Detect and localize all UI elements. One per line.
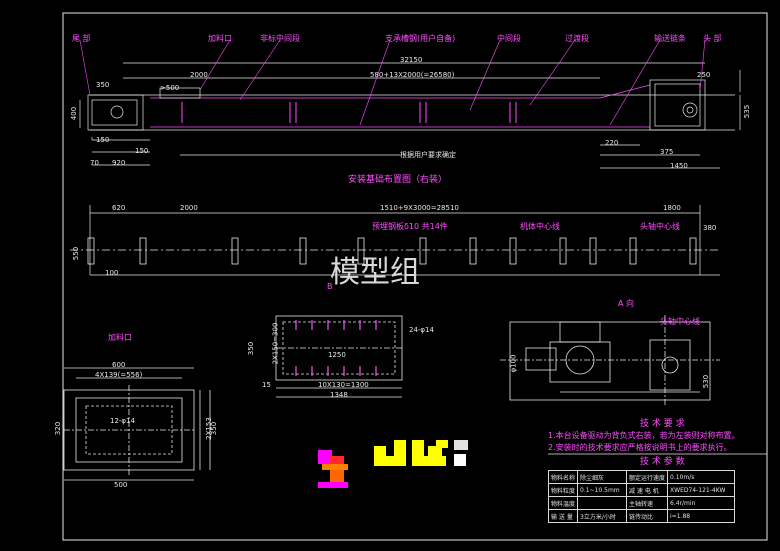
std-mid-label: 非标中间段	[260, 34, 300, 43]
param-cell: 物料粒度	[547, 483, 579, 497]
dim-feed-4x139: 4X139(=556)	[95, 371, 143, 379]
param-cell: 额定运行速度	[626, 470, 669, 484]
mid-section-label: 中间段	[497, 34, 521, 43]
param-cell: 物料温度	[547, 496, 579, 510]
dim-mid-sections: 580+13X2000(=26580)	[370, 71, 455, 79]
foundation-layout	[70, 205, 720, 276]
dim-920: 920	[112, 159, 126, 167]
top-view-title: 安装基础布置图（右装）	[348, 175, 448, 185]
section-markers	[181, 102, 517, 123]
dim-220: 220	[605, 139, 619, 147]
dim-375: 375	[660, 148, 674, 156]
dim-b-350: 350	[247, 341, 256, 356]
tech-req-1: 1.本台设备驱动为背负式右装，若为左装则对称布置。	[548, 431, 740, 440]
dim-feed-320: 320	[54, 421, 63, 436]
dim-gt500: >500	[160, 84, 180, 92]
param-cell: 0.10m/s	[667, 470, 736, 484]
dim-535: 535	[743, 104, 752, 119]
dim-2000: 2000	[190, 71, 208, 79]
transition-label: 过渡段	[565, 34, 589, 43]
dim-total-length: 32150	[400, 56, 423, 64]
detail-b-plate	[275, 315, 403, 398]
embedded-plate-label: 预埋钢板δ10 共14件	[372, 222, 448, 231]
support-channel-label: 支承槽钢(用户自备)	[385, 34, 456, 43]
param-cell: 物料名称	[547, 470, 579, 484]
param-cell: 主轴转速	[626, 496, 669, 510]
dim-b-2x150: 2X150=300	[271, 322, 280, 365]
dim-1800: 1800	[663, 204, 681, 212]
dim-550: 550	[72, 246, 81, 261]
head-axis-label: 头轴中心线	[640, 222, 680, 231]
leader-lines	[79, 39, 706, 126]
drive-label: 输送链条	[654, 34, 686, 43]
table-row: 物料温度 主轴转速 6.4r/min	[547, 496, 736, 510]
dim-150-a: 150	[96, 136, 110, 144]
dim-b-holes: 24-φ14	[409, 326, 434, 334]
dim-2000-f: 2000	[180, 204, 198, 212]
feed-detail-title: 加料口	[108, 333, 132, 342]
tail-label: 尾 部	[72, 34, 91, 43]
param-cell: i=1.88	[667, 509, 736, 523]
detail-b-title: B	[327, 282, 333, 291]
user-note: 根据用户要求确定	[400, 151, 456, 159]
dim-feed-500: 500	[114, 481, 128, 489]
dim-va-phi100: φ100	[509, 354, 518, 373]
params-title: 技 术 参 数	[640, 457, 685, 467]
dim-620: 620	[112, 204, 126, 212]
view-a-title: A 向	[618, 299, 635, 308]
head-label: 头 部	[703, 34, 722, 43]
dim-400: 400	[70, 106, 79, 121]
table-row: 物料粒度 0.1~10.5mm 减 速 电 机 XWED74-121-4KW	[547, 483, 736, 497]
param-cell: 0.1~10.5mm	[577, 483, 628, 497]
param-cell: XWED74-121-4KW	[667, 483, 736, 497]
param-cell	[577, 496, 628, 510]
feed-port-label: 加料口	[208, 34, 232, 43]
params-table: 物料名称 除尘细灰 额定运行速度 0.10m/s 物料粒度 0.1~10.5mm…	[547, 470, 736, 523]
dim-b-1300: 10X130=1300	[318, 381, 369, 389]
dim-feed-600: 600	[112, 361, 126, 369]
dim-va-530: 530	[702, 374, 711, 389]
dim-70: 70	[90, 159, 99, 167]
param-cell: 减 速 电 机	[626, 483, 669, 497]
dim-foundation-total: 1510+9X3000=28510	[380, 204, 459, 212]
drawing-frame	[62, 12, 768, 541]
table-row: 物料名称 除尘细灰 额定运行速度 0.10m/s	[547, 470, 736, 484]
dim-150-b: 150	[135, 147, 149, 155]
table-row: 输 送 量 3立方米/小时 链传动比 i=1.88	[547, 509, 736, 523]
dim-b-1250: 1250	[328, 351, 346, 359]
dim-350: 350	[96, 81, 110, 89]
dim-1450: 1450	[670, 162, 688, 170]
dim-feed-holes: 12-φ14	[110, 417, 135, 425]
param-cell: 3立方米/小时	[577, 509, 628, 523]
view-a-axis-label: 头轴中心线	[660, 317, 700, 326]
detail-b-holes	[295, 320, 377, 376]
dim-100: 100	[105, 269, 119, 277]
center-line-label: 机体中心线	[520, 222, 560, 231]
dim-feed-350: 350	[210, 421, 219, 436]
feed-port-flange	[63, 367, 211, 481]
watermark: 模型组	[330, 255, 420, 290]
dim-380: 380	[703, 224, 717, 232]
param-cell: 输 送 量	[547, 509, 579, 523]
foundation-plates	[87, 237, 697, 265]
dim-250: 250	[697, 71, 711, 79]
dim-b-15: 15	[262, 381, 271, 389]
dim-b-1348: 1348	[330, 391, 348, 399]
tech-req-2: 2.安装时的技术要求应严格按说明书上的要求执行。	[548, 443, 732, 452]
param-cell: 6.4r/min	[667, 496, 736, 510]
param-cell: 链传动比	[626, 509, 669, 523]
param-cell: 除尘细灰	[577, 470, 628, 484]
tech-req-title: 技 术 要 求	[640, 419, 685, 429]
view-a-drive	[500, 315, 720, 405]
